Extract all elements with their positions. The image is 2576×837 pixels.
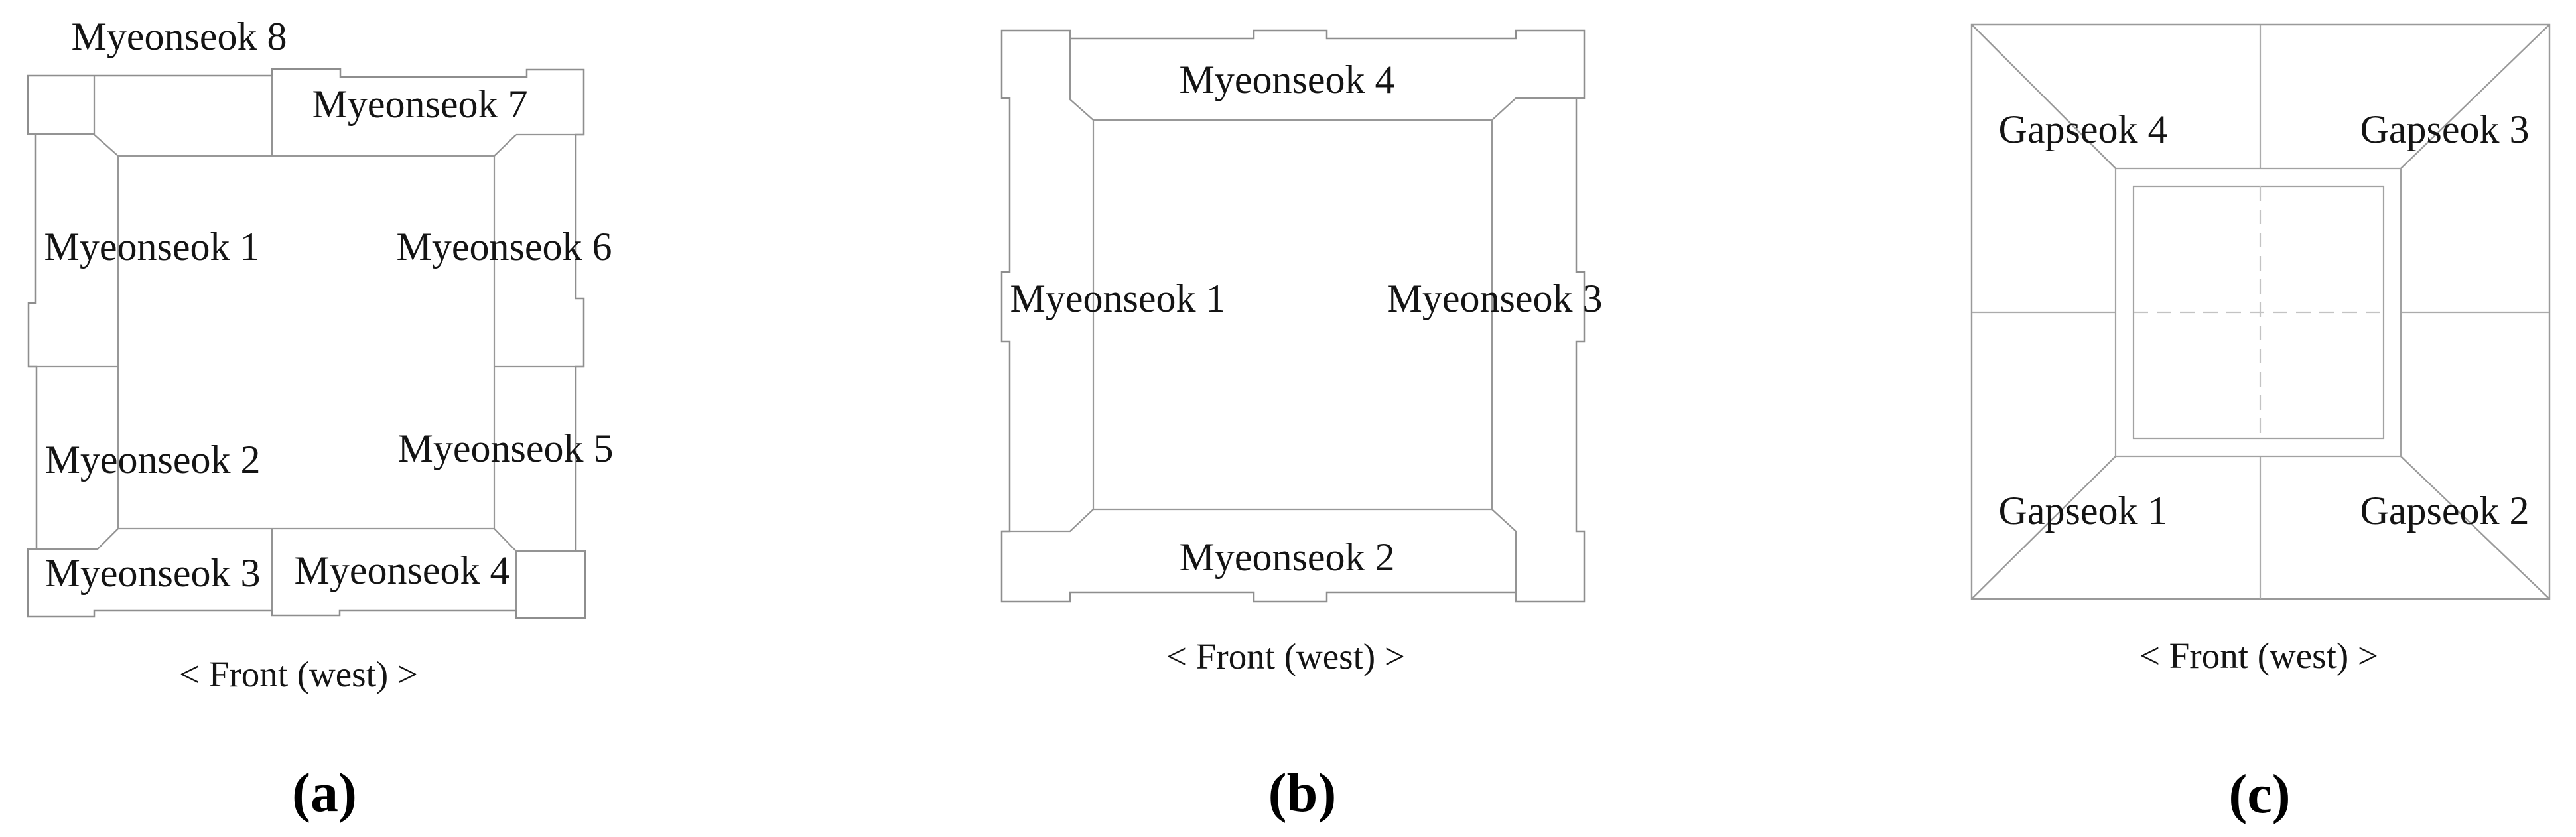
panel-c-hidden-centerlines-dashed <box>2134 186 2384 438</box>
panel-b-outer-stone-outline <box>1000 29 1586 603</box>
label-gapseok-2-c: Gapseok 2 <box>2360 489 2530 533</box>
panel-b-plan-drawing: Myeonseok 1 Myeonseok 2 Myeonseok 3 Myeo… <box>1000 29 1603 824</box>
front-west-label-a: < Front (west) > <box>179 654 418 694</box>
label-myeonseok-7-a: Myeonseok 7 <box>312 82 528 126</box>
front-west-label-b: < Front (west) > <box>1166 636 1405 676</box>
label-myeonseok-1-b: Myeonseok 1 <box>1010 277 1226 320</box>
caption-c: (c) <box>2228 763 2290 825</box>
panel-a-plan-drawing: Myeonseok 1 Myeonseok 2 Myeonseok 3 Myeo… <box>27 15 614 824</box>
label-myeonseok-3-b: Myeonseok 3 <box>1387 277 1603 320</box>
label-myeonseok-4-b: Myeonseok 4 <box>1180 58 1395 101</box>
panel-c-plan-drawing: Gapseok 1 Gapseok 2 Gapseok 3 Gapseok 4 … <box>1970 23 2551 825</box>
label-gapseok-1-c: Gapseok 1 <box>1999 489 2168 533</box>
panel-c-central-frame-inner <box>2132 185 2385 440</box>
label-gapseok-4-c: Gapseok 4 <box>1999 107 2168 151</box>
label-myeonseok-6-a: Myeonseok 6 <box>397 225 612 269</box>
label-myeonseok-1-a: Myeonseok 1 <box>44 225 260 269</box>
label-myeonseok-3-a: Myeonseok 3 <box>45 551 261 595</box>
label-myeonseok-4-a: Myeonseok 4 <box>295 548 510 592</box>
label-myeonseok-2-a: Myeonseok 2 <box>45 438 261 482</box>
front-west-label-c: < Front (west) > <box>2139 635 2378 676</box>
caption-a: (a) <box>292 762 357 824</box>
label-gapseok-3-c: Gapseok 3 <box>2360 107 2530 151</box>
panel-a-stone-joint-lines <box>28 76 585 610</box>
label-myeonseok-5-a: Myeonseok 5 <box>398 426 614 470</box>
panel-c-central-frame-outer <box>2114 167 2402 458</box>
panel-b-stone-joint-lines <box>1002 31 1584 602</box>
label-myeonseok-8-a: Myeonseok 8 <box>72 15 287 58</box>
label-myeonseok-2-b: Myeonseok 2 <box>1180 535 1395 579</box>
panel-c-hip-diagonals <box>1971 24 2550 600</box>
caption-b: (b) <box>1268 762 1337 824</box>
panel-c-quadrant-midlines <box>1972 25 2549 599</box>
